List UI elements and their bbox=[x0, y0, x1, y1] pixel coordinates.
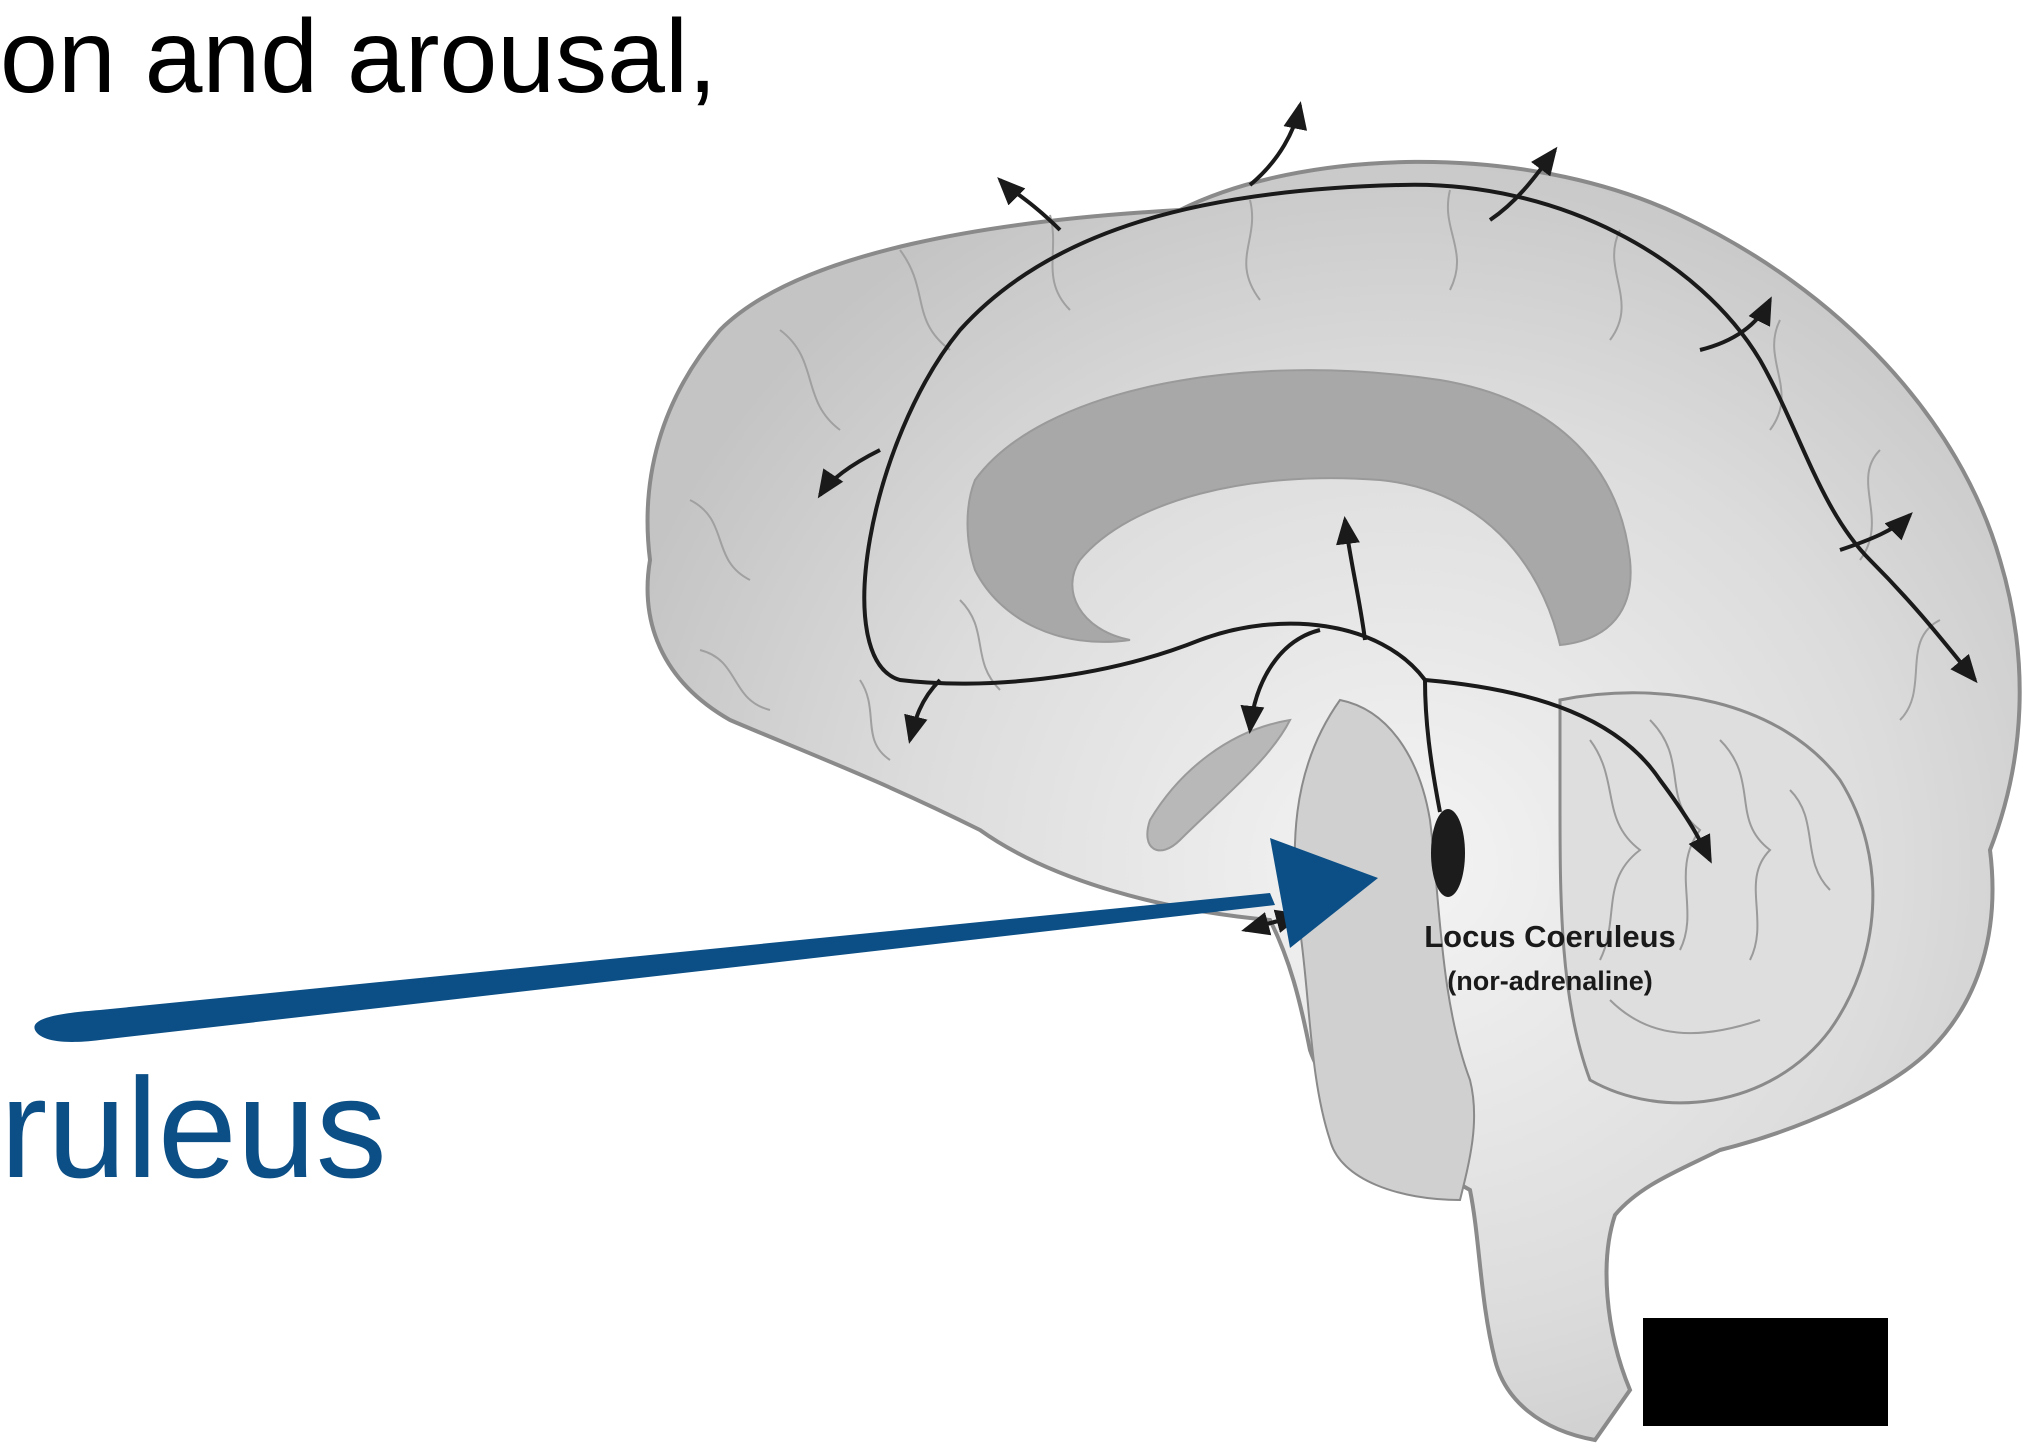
locus-coeruleus-label: Locus Coeruleus bbox=[1424, 919, 1676, 954]
locus-coeruleus-nucleus bbox=[1431, 809, 1465, 897]
annotation-arrow-shaft bbox=[34, 893, 1275, 1042]
slide-subject-text: ruleus bbox=[0, 1058, 387, 1200]
locus-coeruleus-sublabel: (nor-adrenaline) bbox=[1447, 966, 1653, 996]
redaction-box bbox=[1643, 1318, 1888, 1426]
